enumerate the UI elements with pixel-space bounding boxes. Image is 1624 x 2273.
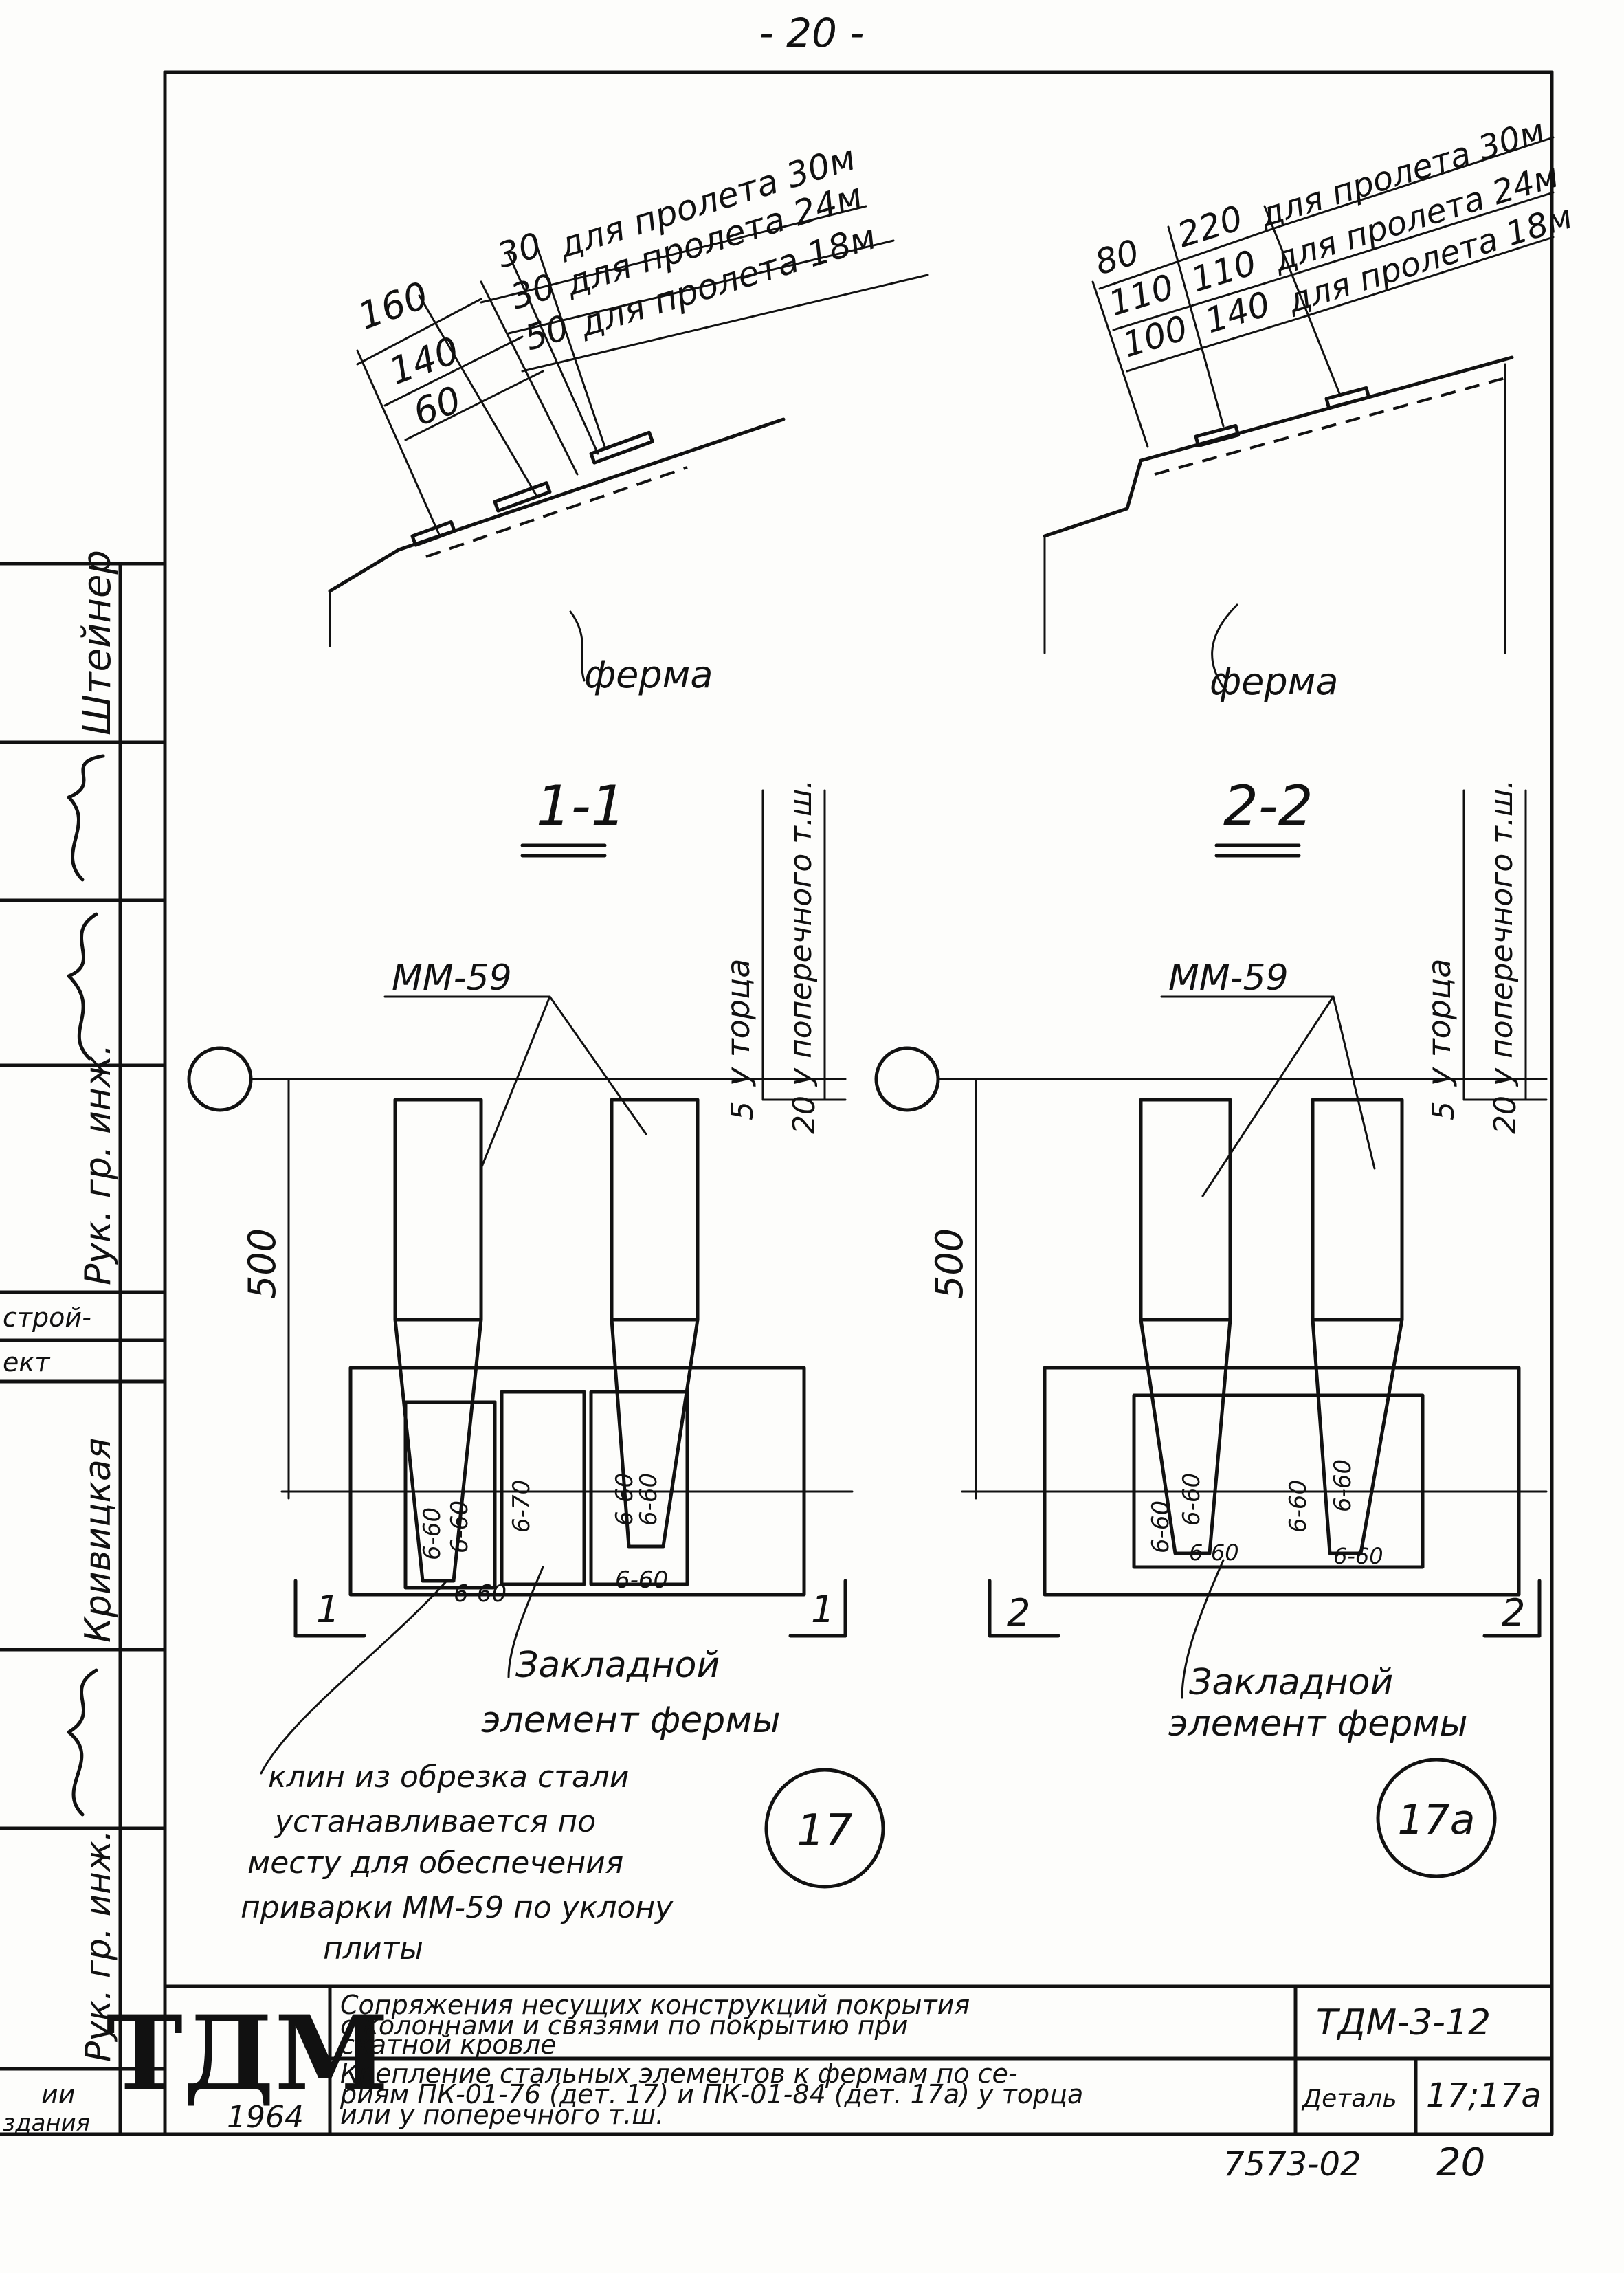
subtitle-line-1: Крепление стальных элементов к фермам по… [340, 2059, 1018, 2089]
signature-2 [67, 912, 98, 1061]
section-2-2: 2-2 ММ-59 у торца у поперечного т.ш. 5 2… [874, 774, 1548, 1878]
offset-17-2: 20 [787, 1096, 822, 1134]
sheet-number: 20 [1436, 2140, 1485, 2185]
axis-bubble-17a [874, 1046, 940, 1112]
weld-17a-2: 6-60 [1178, 1473, 1205, 1526]
axis-note-17-2: у поперечного т.ш. [783, 779, 819, 1087]
offset-17a-2: 20 [1488, 1096, 1523, 1134]
subtitle-line-3: или у поперечного т.ш. [340, 2100, 664, 2130]
stamp-fragment-1: строй- [3, 1302, 91, 1333]
title-line-2: с колоннами и связями по покрытию при [340, 2010, 908, 2041]
weld-17-5: 6-60 [611, 1473, 638, 1526]
axis-note-17a-2: у поперечного т.ш. [1484, 779, 1520, 1087]
wedge-note-1: клин из обрезка стали [268, 1760, 630, 1795]
stamp-row-4: Рук. гр. инж. [78, 1830, 118, 2062]
wedge-note-5: плиты [323, 1931, 423, 1966]
weld-17-2: 6-60 [446, 1500, 474, 1553]
wedge-note-4: приварки ММ-59 по уклону [241, 1890, 674, 1925]
section-title-2-2: 2-2 [1223, 774, 1313, 838]
title-line-3: скатной кровле [340, 2030, 557, 2060]
weld-17a-1: 6-60 [1147, 1500, 1175, 1553]
span-dim-2: 30 [507, 266, 560, 317]
sheet-code: 7573-02 [1223, 2145, 1361, 2184]
weld-17-6: 6-60 [635, 1473, 663, 1526]
cut-mark-17-right: 1 [811, 1588, 834, 1631]
stamp-row-2: Рук. гр. инж. [78, 1044, 119, 1285]
offset-17a-1: 5 [1426, 1101, 1461, 1120]
year: 1964 [227, 2100, 304, 2135]
sheet-frame [163, 70, 1554, 2136]
subtitle-line-2: риям ПК-01-76 (дет. 17) и ПК-01-84 (дет.… [340, 2079, 1083, 2109]
axis-bubble-17 [187, 1046, 253, 1112]
weld-17-3: 6-60 [454, 1580, 507, 1608]
weld-17-4: 6-70 [508, 1480, 535, 1533]
truss-label-17a: ферма [1210, 660, 1339, 703]
part-label-17: ММ-59 [392, 957, 512, 999]
detail-17-marker [764, 1768, 885, 1889]
signature-3 [67, 1668, 98, 1817]
title-line-1: Сопряжения несущих конструкций покрытия [340, 1990, 970, 2020]
span-dim-1: 30 [493, 225, 546, 276]
weld-17a-6: 6-60 [1333, 1543, 1383, 1569]
stamp-row-1: Штейнер [75, 550, 120, 735]
left-stamp: Штейнер Рук. гр. инж. строй- ект Кривицк… [0, 550, 167, 2137]
detail-17a-elevation: 80 220 для пролета 30м 110 110 для проле… [1043, 111, 1577, 703]
wedge-note-3: месту для обеспечения [247, 1845, 623, 1881]
weld-17a-3: 6-60 [1189, 1540, 1239, 1566]
detail-17-number: 17 [797, 1806, 853, 1856]
height-dim-17a: 500 [928, 1228, 971, 1299]
stamp-fragment-4: здания [3, 2109, 90, 2137]
section-title-1-1: 1-1 [536, 774, 626, 838]
weld-17a-4: 6-60 [1284, 1480, 1312, 1533]
span-dim-3: 50 [520, 307, 574, 358]
signature-1 [67, 754, 105, 882]
detail-label: Деталь [1301, 2085, 1397, 2113]
embedded-17a-line2: элемент фермы [1168, 1703, 1468, 1744]
section-1-1: 1-1 ММ-59 у торца у поперечного т.ш. 5 2… [187, 774, 885, 1966]
weld-17a-5: 6-60 [1329, 1459, 1357, 1512]
wedge-note-2: устанавливается по [274, 1804, 596, 1839]
dim-160: 160 [353, 274, 434, 338]
series-code: ТДМ-3-12 [1316, 2002, 1491, 2043]
embedded-17-line1: Закладной [515, 1645, 720, 1686]
axis-note-17a-1: у торца [1421, 959, 1458, 1087]
cut-mark-17a-left: 2 [1007, 1591, 1030, 1634]
cut-mark-17-left: 1 [316, 1588, 340, 1631]
page-number: - 20 - [759, 10, 865, 56]
detail-17-elevation: 160 140 60 30 для пролета 30м 30 для про… [328, 137, 929, 696]
height-dim-17: 500 [241, 1228, 284, 1299]
embedded-17-line2: элемент фермы [481, 1700, 781, 1741]
stamp-fragment-3: ии [41, 2079, 75, 2109]
part-label-17a: ММ-59 [1168, 957, 1289, 999]
tdm-logo: ТДМ [106, 1993, 388, 2114]
weld-17-7: 6-60 [615, 1566, 668, 1594]
axis-note-17-1: у торца [720, 959, 757, 1087]
stamp-fragment-2: ект [3, 1347, 51, 1377]
truss-label-17: ферма [584, 653, 713, 696]
cut-mark-17a-right: 2 [1502, 1591, 1525, 1634]
detail-17a-number: 17а [1397, 1796, 1475, 1844]
stamp-row-3: Кривицкая [78, 1438, 119, 1643]
embedded-17a-line1: Закладной [1189, 1662, 1393, 1703]
weld-17-1: 6-60 [419, 1507, 446, 1560]
detail-17a-marker [1376, 1758, 1497, 1878]
offset-17-1: 5 [725, 1101, 760, 1120]
detail-value: 17;17а [1426, 2076, 1542, 2115]
title-block: ТДМ 1964 Сопряжения несущих конструкций … [106, 1990, 1541, 2185]
